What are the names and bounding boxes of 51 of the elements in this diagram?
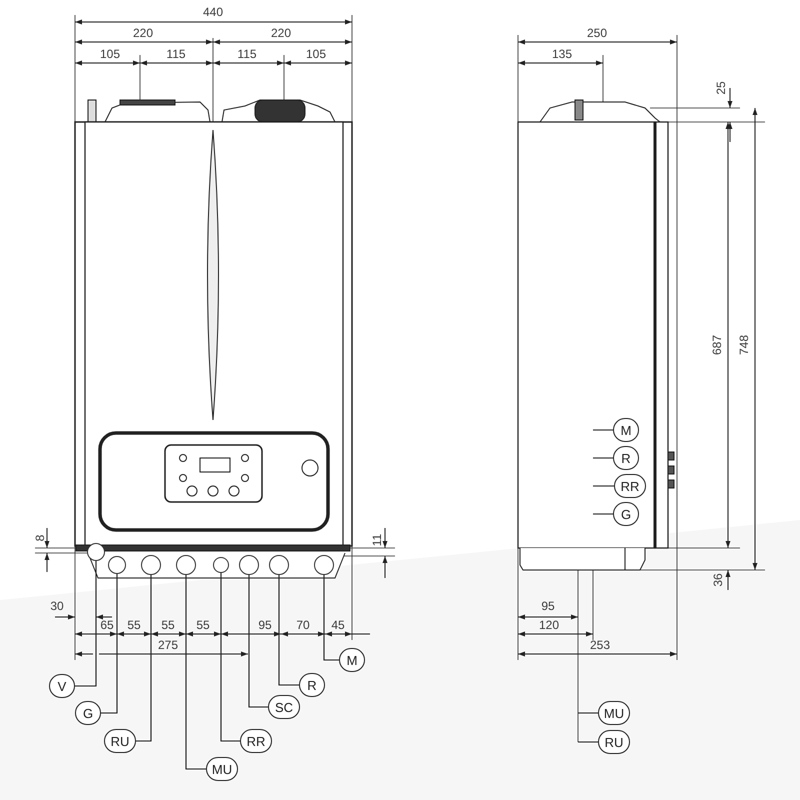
dimension-value: 220 (270, 27, 292, 39)
callout-label: RU (598, 730, 630, 754)
callout-label: G (75, 701, 101, 725)
dimension-value: 45 (331, 619, 345, 631)
callout-label: MU (206, 757, 238, 781)
leader-line (593, 513, 613, 515)
dimension-value: 275 (158, 639, 178, 651)
dimension-value: 55 (161, 619, 175, 631)
dimension-value: 105 (306, 48, 326, 60)
leader-line (185, 575, 206, 770)
dimension-value: 95 (258, 619, 272, 631)
dimension-value: 55 (127, 619, 141, 631)
callout-label: RR (240, 729, 272, 753)
dimension-value: 105 (100, 48, 120, 60)
dimension-value: 120 (538, 619, 560, 631)
leader-line (75, 561, 97, 687)
dimension-value: 65 (100, 619, 114, 631)
callout-label: M (339, 648, 365, 672)
dimension-value: 11 (371, 534, 383, 546)
dimension-value: 55 (196, 619, 210, 631)
callout-label: R (299, 673, 325, 697)
leader-line (101, 574, 118, 714)
dimension-value: 220 (132, 27, 154, 39)
callout-label: SC (268, 695, 300, 719)
dimension-value: 253 (590, 639, 610, 651)
dimension-value: 250 (586, 27, 608, 39)
dimension-value: 687 (711, 334, 723, 356)
leader-line (136, 575, 152, 742)
dimension-value: 440 (202, 6, 224, 18)
callout-label: V (49, 674, 75, 698)
dimension-value: 8 (34, 534, 46, 542)
callout-label: RU (104, 729, 136, 753)
dimension-value: 115 (166, 48, 186, 60)
dimension-value: 25 (715, 81, 727, 95)
leader-line (593, 429, 613, 431)
dimension-value: 70 (296, 619, 310, 631)
callout-label: MU (598, 701, 630, 725)
leader-line (578, 712, 598, 714)
dimension-value: 115 (237, 48, 257, 60)
dimension-value: 748 (738, 334, 750, 356)
dimension-value: 36 (712, 573, 724, 587)
leader-line (593, 457, 613, 459)
leader-line (578, 741, 598, 743)
leader-line (220, 573, 240, 742)
leader-line (323, 575, 339, 661)
leader-line (593, 485, 614, 487)
dimension-value: 30 (50, 600, 64, 612)
leader-line (278, 575, 299, 686)
leader-line (248, 575, 268, 708)
dimension-value: 95 (541, 600, 555, 612)
dimension-value: 135 (552, 48, 572, 60)
